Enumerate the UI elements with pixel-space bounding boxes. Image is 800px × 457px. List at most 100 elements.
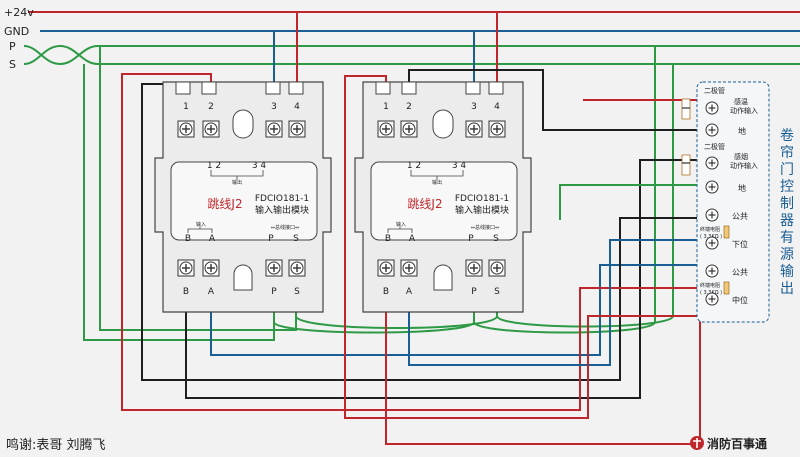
diode2-icon [681, 154, 691, 176]
credit-text: 鸣谢:表哥 刘腾飞 [6, 437, 106, 453]
wire-m2-out2 [408, 69, 700, 131]
ctrl-diode1-label: 二极管 [704, 86, 725, 95]
m1-mid-b: B [185, 234, 191, 244]
ctrl-middle: 中位 [732, 295, 748, 305]
m2-screw-4 [488, 120, 506, 138]
m1-mid-s: S [293, 234, 299, 244]
m2-input-small: 输入 [396, 221, 406, 228]
bus-label-24v: +24v [4, 6, 34, 19]
ctrl-term-mid [705, 292, 719, 306]
m1-label-panel [170, 161, 318, 241]
ctrl-diode2-label: 二极管 [704, 142, 725, 151]
ctrl-resistor1-a: 终端电阻 [700, 226, 720, 233]
m1-inner-12: 1 2 [207, 161, 221, 171]
wire-s-out [496, 64, 674, 328]
module-1: 1 2 3 4 1 2 3 4 输出 跳线J2 FDCIO181-1 输入输出模… [154, 81, 332, 313]
ctrl-ground1: 地 [738, 126, 746, 136]
brand-logo-text: 消防百事通 [707, 436, 767, 451]
m2-mid-a: A [409, 234, 416, 244]
m1-screw-3 [265, 120, 283, 138]
m2-top-term-1: 1 [383, 102, 389, 112]
bus-p-line [23, 45, 800, 66]
m2-top-term-4: 4 [494, 102, 500, 112]
ctrl-input1-a: 感温 [734, 97, 748, 106]
m1-screw-4 [288, 120, 306, 138]
wire-m1-out2 [121, 73, 700, 411]
m2-inner-output: 输出 [432, 179, 442, 186]
ctrl-title-6: 器 [780, 213, 794, 229]
m2-mount-hole-top [432, 109, 454, 139]
module-2: 1 2 3 4 1 2 3 4 输出 跳线J2 FDCIO181-1 输入输出模… [354, 81, 532, 313]
m2-mid-b: B [385, 234, 391, 244]
wire-m2-out1 [344, 75, 700, 419]
ctrl-common1: 公共 [732, 212, 748, 221]
wire-p-out [473, 46, 656, 334]
m1-bottom-a: A [208, 287, 215, 297]
ctrl-down: 下位 [732, 239, 748, 249]
m2-screw-p [465, 259, 483, 277]
wires [23, 11, 800, 445]
m2-screw-b [377, 259, 395, 277]
m2-model: FDCIO181-1 [455, 194, 509, 204]
m1-input-small: 输入 [196, 221, 206, 228]
m1-screw-a [202, 259, 220, 277]
bus-labels: +24v GND P S [4, 6, 34, 71]
m1-screw-b [177, 259, 195, 277]
ctrl-ground2: 地 [738, 183, 746, 193]
m1-mount-hole-bottom [233, 264, 253, 291]
diode1-icon [681, 98, 691, 120]
m1-top-term-2: 2 [208, 102, 214, 112]
bus-label-gnd: GND [4, 25, 29, 38]
m1-bus-small: ⇔总线接口⇔ [271, 224, 299, 231]
m2-screw-2 [400, 120, 418, 138]
m2-mount-hole-bottom [433, 264, 453, 291]
ctrl-term-com2 [705, 264, 719, 278]
m1-inner-output: 输出 [232, 179, 242, 186]
wire-m1-b [185, 159, 700, 399]
controller: 二极管 感温 动作输入 地 二极管 感烟 动作输入 地 公共 终端电阻 ( 3.… [681, 81, 794, 323]
m2-bottom-p: P [471, 287, 477, 297]
ctrl-title-8: 源 [780, 247, 794, 263]
m1-mount-hole-top [232, 109, 254, 139]
resistor2-icon [723, 281, 730, 295]
ctrl-title-10: 出 [780, 281, 794, 297]
controller-title: 卷 帘 门 控 制 器 有 源 输 出 [780, 128, 794, 297]
ctrl-term-g2 [705, 180, 719, 194]
ctrl-title-3: 门 [780, 162, 794, 178]
ctrl-title-4: 控 [780, 179, 794, 195]
m1-mid-a: A [209, 234, 216, 244]
m1-inner-34: 3 4 [252, 161, 267, 171]
wire-p-loop-1 [83, 64, 275, 341]
m1-bottom-s: S [294, 287, 300, 297]
m2-top-term-2: 2 [406, 102, 412, 112]
m2-bus-small: ⇔总线接口⇔ [471, 224, 499, 231]
m2-inner-12: 1 2 [407, 161, 421, 171]
ctrl-resistor2-a: 终端电阻 [700, 282, 720, 289]
m2-bottom-s: S [494, 287, 500, 297]
m1-mid-p: P [268, 234, 274, 244]
m2-top-term-3: 3 [471, 102, 477, 112]
brand-logo: 消防百事通 [690, 436, 767, 451]
ctrl-input2-a: 感烟 [734, 152, 748, 161]
ctrl-input1-b: 动作输入 [730, 106, 758, 115]
wire-ctrl-g2 [559, 184, 700, 220]
ctrl-title-9: 输 [780, 264, 794, 280]
m2-screw-a [400, 259, 418, 277]
wire-s-chain [295, 303, 498, 329]
m1-module-name: 输入输出模块 [255, 204, 309, 216]
wire-m2-a [408, 239, 700, 366]
m1-screw-1 [177, 120, 195, 138]
m2-screw-3 [465, 120, 483, 138]
m2-label-panel [370, 161, 518, 241]
wire-m2-b [385, 300, 701, 445]
m1-bottom-b: B [183, 287, 189, 297]
m1-top-term-3: 3 [271, 102, 277, 112]
ctrl-title-7: 有 [780, 230, 794, 246]
ctrl-term-com1 [705, 208, 719, 222]
ctrl-title-1: 卷 [780, 128, 794, 144]
m1-screw-2 [202, 120, 220, 138]
ctrl-term-in1 [705, 101, 719, 115]
ctrl-title-2: 帘 [780, 145, 794, 161]
bus-label-p: P [9, 40, 16, 53]
m2-mid-s: S [493, 234, 499, 244]
